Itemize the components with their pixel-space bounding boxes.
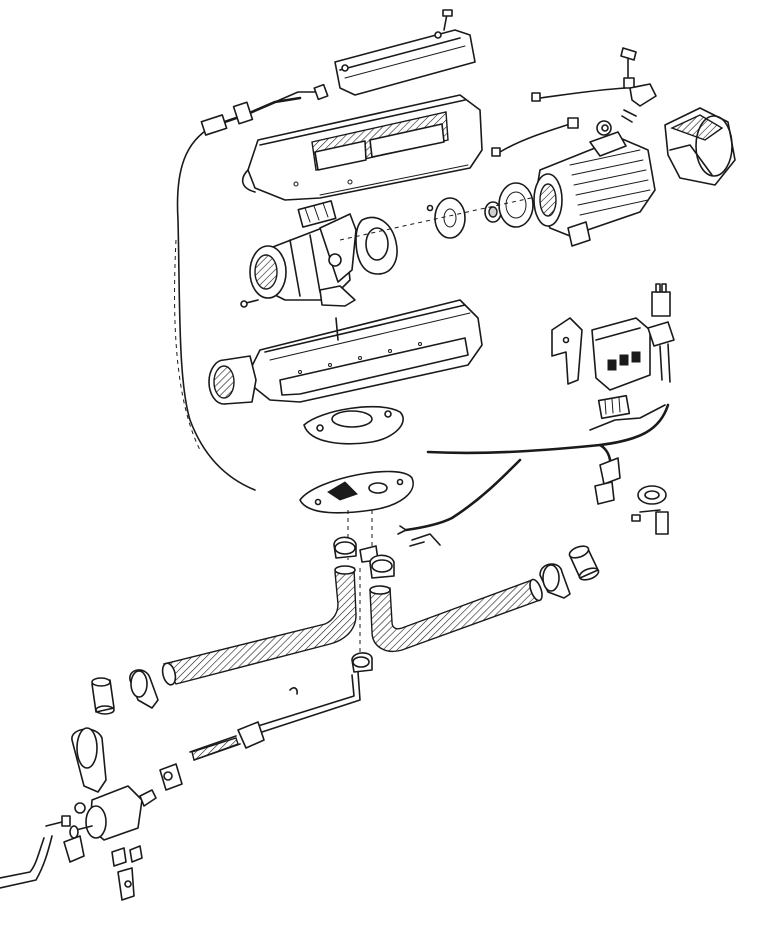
pump-screw-left <box>45 802 86 827</box>
fuel-metering-pump <box>69 785 157 841</box>
glow-plug <box>620 47 657 123</box>
lower-casing <box>249 299 483 403</box>
mounting-gasket <box>303 405 404 445</box>
pipe-clamp-right <box>539 563 571 599</box>
relay <box>647 283 675 383</box>
sensor-cable-connector <box>200 83 329 136</box>
pipe-clamp-2 <box>369 554 395 579</box>
exhaust-pipe <box>161 565 357 686</box>
heat-exchanger <box>533 131 656 247</box>
fuel-tank-line <box>0 837 45 879</box>
pipe-end-sleeve <box>568 545 600 581</box>
blower-connector-block <box>297 200 337 228</box>
gasket-small <box>426 197 466 239</box>
temperature-sensor <box>491 117 612 157</box>
dowel-pin <box>335 317 339 341</box>
control-unit <box>591 317 651 391</box>
fuel-line-clip <box>159 763 183 791</box>
bolt-icon <box>240 299 259 308</box>
fuel-tank-line-2 <box>0 835 53 889</box>
warm-air-outlet-hood <box>664 107 736 186</box>
pump-bracket <box>71 727 107 793</box>
mounting-plate <box>299 470 414 514</box>
axis-line <box>339 195 541 241</box>
screw-icon <box>442 9 453 31</box>
glow-plug-wire <box>531 87 626 102</box>
fuel-line <box>257 671 361 733</box>
pipe-end-sleeve-left <box>91 677 115 715</box>
control-unit-bracket <box>551 317 583 385</box>
wiring-harness <box>397 403 670 547</box>
pump-damper <box>63 835 85 863</box>
harness-connector <box>594 394 631 505</box>
fuel-line-clamp <box>351 652 373 673</box>
fuel-line-connector <box>189 721 265 761</box>
combustion-air-intake-pipe <box>369 578 543 652</box>
upper-casing <box>241 94 483 201</box>
gasket <box>355 216 398 275</box>
air-inlet-screen <box>208 355 257 405</box>
harness-loop-cable <box>176 124 256 491</box>
burner-flange <box>484 182 534 228</box>
pump-mount-parts <box>111 845 143 901</box>
combustion-blower-motor <box>249 213 357 307</box>
cover-top <box>334 29 476 96</box>
pipe-clamp-left <box>129 669 159 709</box>
harness-loop-cable-dashed <box>174 239 201 451</box>
cable-grommet <box>631 485 669 535</box>
